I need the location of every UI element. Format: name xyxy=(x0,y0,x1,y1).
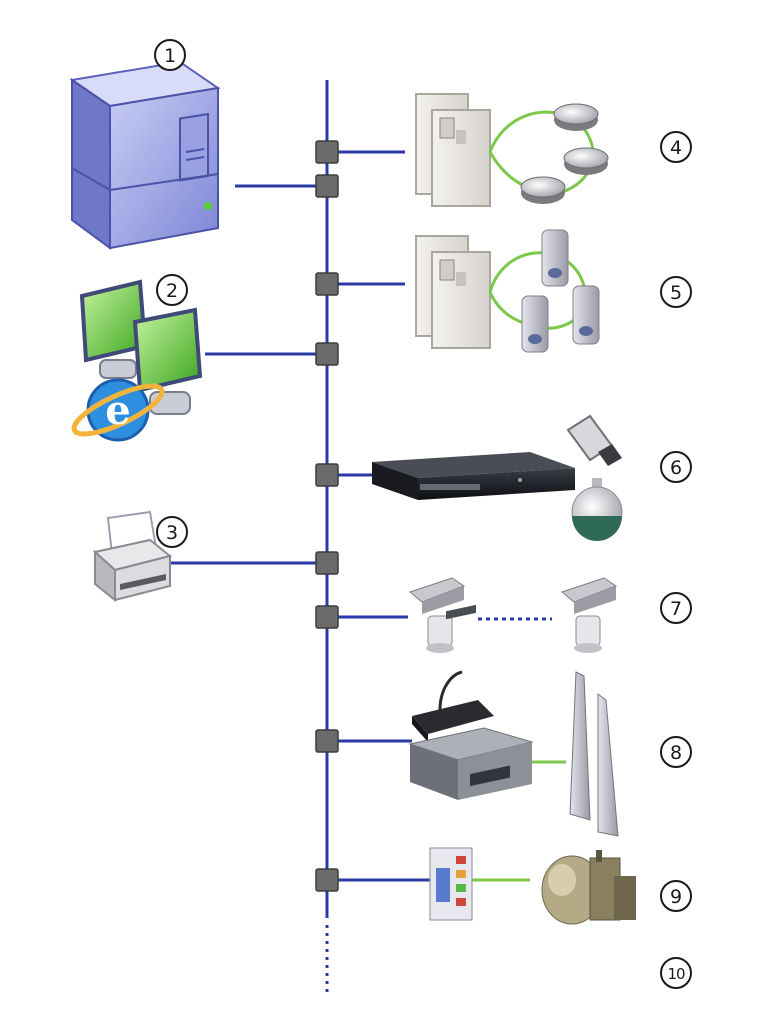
ptz-camera-icon xyxy=(408,577,466,653)
smoke-detector-icon xyxy=(520,103,609,204)
server-tower-icon xyxy=(69,60,221,250)
fire-panel-icon xyxy=(415,93,491,207)
workstation-monitors-icon xyxy=(79,279,203,415)
ptz-camera-icon xyxy=(560,577,618,653)
usb-stick-icon xyxy=(566,414,622,466)
loudspeaker-column-icon xyxy=(569,671,619,837)
bus-node xyxy=(315,140,339,164)
marker-4-label: 4 xyxy=(670,137,682,159)
bus-node xyxy=(315,174,339,198)
number-markers: 1 2 3 4 5 6 7 8 xyxy=(154,39,692,989)
bus-node xyxy=(315,342,339,366)
bus-node xyxy=(315,272,339,296)
marker-3-label: 3 xyxy=(166,522,178,544)
marker-9: 9 xyxy=(660,880,692,912)
audio-amplifier-icon xyxy=(408,727,534,800)
marker-5: 5 xyxy=(660,276,692,308)
bus-node xyxy=(315,729,339,753)
marker-1-label: 1 xyxy=(164,45,176,67)
paging-microphone-icon xyxy=(412,604,494,742)
marker-7: 7 xyxy=(660,592,692,624)
marker-6: 6 xyxy=(660,451,692,483)
dome-camera-icon xyxy=(571,478,623,541)
intrusion-panel-icon xyxy=(415,235,491,349)
marker-5-label: 5 xyxy=(670,282,682,304)
marker-8-label: 8 xyxy=(670,742,682,764)
bus-node xyxy=(315,605,339,629)
marker-2-label: 2 xyxy=(166,280,178,302)
marker-6-label: 6 xyxy=(670,457,682,479)
bus-node xyxy=(315,463,339,487)
io-module-icon xyxy=(429,847,473,921)
building-equipment-icon xyxy=(541,850,636,925)
printer-icon xyxy=(92,510,173,603)
marker-10: 10 xyxy=(660,957,692,989)
marker-3: 3 xyxy=(156,516,188,548)
marker-10-label: 10 xyxy=(667,965,685,983)
marker-4: 4 xyxy=(660,131,692,163)
svg-text:e: e xyxy=(105,387,130,434)
internet-explorer-icon: e xyxy=(71,378,165,442)
marker-7-label: 7 xyxy=(670,598,682,620)
branch-lines xyxy=(168,150,430,882)
bus-node xyxy=(315,868,339,892)
bus-node xyxy=(315,551,339,575)
bus-nodes xyxy=(315,140,339,892)
marker-1: 1 xyxy=(154,39,186,71)
motion-sensor-icon xyxy=(521,229,600,353)
video-recorder-icon xyxy=(372,452,575,500)
marker-9-label: 9 xyxy=(670,886,682,908)
marker-2: 2 xyxy=(156,274,188,306)
marker-8: 8 xyxy=(660,736,692,768)
